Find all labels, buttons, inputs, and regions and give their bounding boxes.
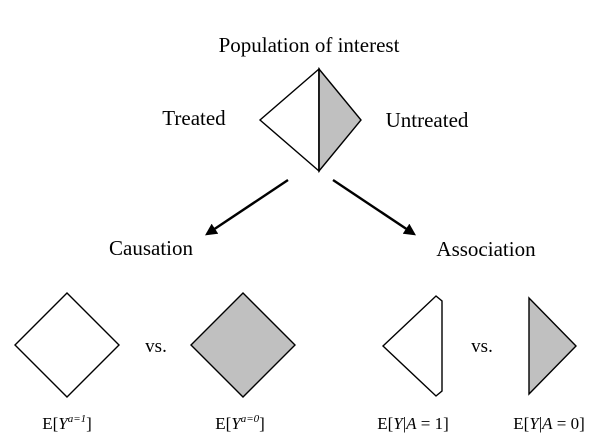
causation-left-caption: E[Ya=1] bbox=[42, 413, 92, 433]
caption-superscript: a=1 bbox=[68, 413, 86, 425]
causation-heading: Causation bbox=[109, 236, 193, 260]
caption-variable: Y bbox=[58, 414, 69, 433]
population-diamond bbox=[258, 67, 362, 173]
caption-variable: Y bbox=[529, 414, 540, 433]
caption-variable: Y bbox=[393, 414, 404, 433]
caption-condition: A bbox=[405, 414, 417, 433]
association-left-caption: E[Y|A = 1] bbox=[377, 414, 449, 433]
causation-untreated-diamond bbox=[190, 292, 296, 398]
caption-prefix: E[ bbox=[377, 414, 393, 433]
caption-suffix: ] bbox=[86, 414, 92, 433]
causation-treated-diamond bbox=[14, 292, 120, 398]
caption-variable: Y bbox=[231, 414, 242, 433]
caption-bar: | bbox=[539, 414, 542, 433]
diagram-title: Population of interest bbox=[219, 33, 400, 57]
caption-bar: | bbox=[403, 414, 406, 433]
association-untreated-half bbox=[528, 296, 577, 396]
association-vs-label: vs. bbox=[471, 336, 493, 357]
caption-rest: = 1] bbox=[417, 414, 449, 433]
caption-condition: A bbox=[541, 414, 553, 433]
population-treated-half bbox=[258, 67, 320, 173]
caption-superscript: a=0 bbox=[241, 413, 260, 425]
arrow-to-association bbox=[332, 179, 416, 236]
association-treated-half bbox=[381, 295, 443, 397]
caption-prefix: E[ bbox=[42, 414, 58, 433]
caption-rest: = 0] bbox=[553, 414, 585, 433]
association-heading: Association bbox=[436, 237, 536, 261]
caption-prefix: E[ bbox=[513, 414, 529, 433]
causation-right-caption: E[Ya=0] bbox=[215, 413, 265, 433]
untreated-label: Untreated bbox=[386, 108, 469, 132]
association-right-caption: E[Y|A = 0] bbox=[513, 414, 585, 433]
population-untreated-half bbox=[318, 67, 362, 173]
treated-label: Treated bbox=[162, 106, 226, 130]
arrow-to-causation bbox=[205, 179, 289, 236]
causation-vs-label: vs. bbox=[145, 336, 167, 357]
caption-suffix: ] bbox=[259, 414, 265, 433]
caption-prefix: E[ bbox=[215, 414, 231, 433]
